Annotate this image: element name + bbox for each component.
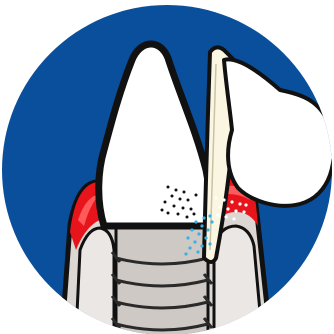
implant-post <box>112 218 212 334</box>
implant-body <box>116 218 208 334</box>
left-bone-inner <box>76 228 114 334</box>
